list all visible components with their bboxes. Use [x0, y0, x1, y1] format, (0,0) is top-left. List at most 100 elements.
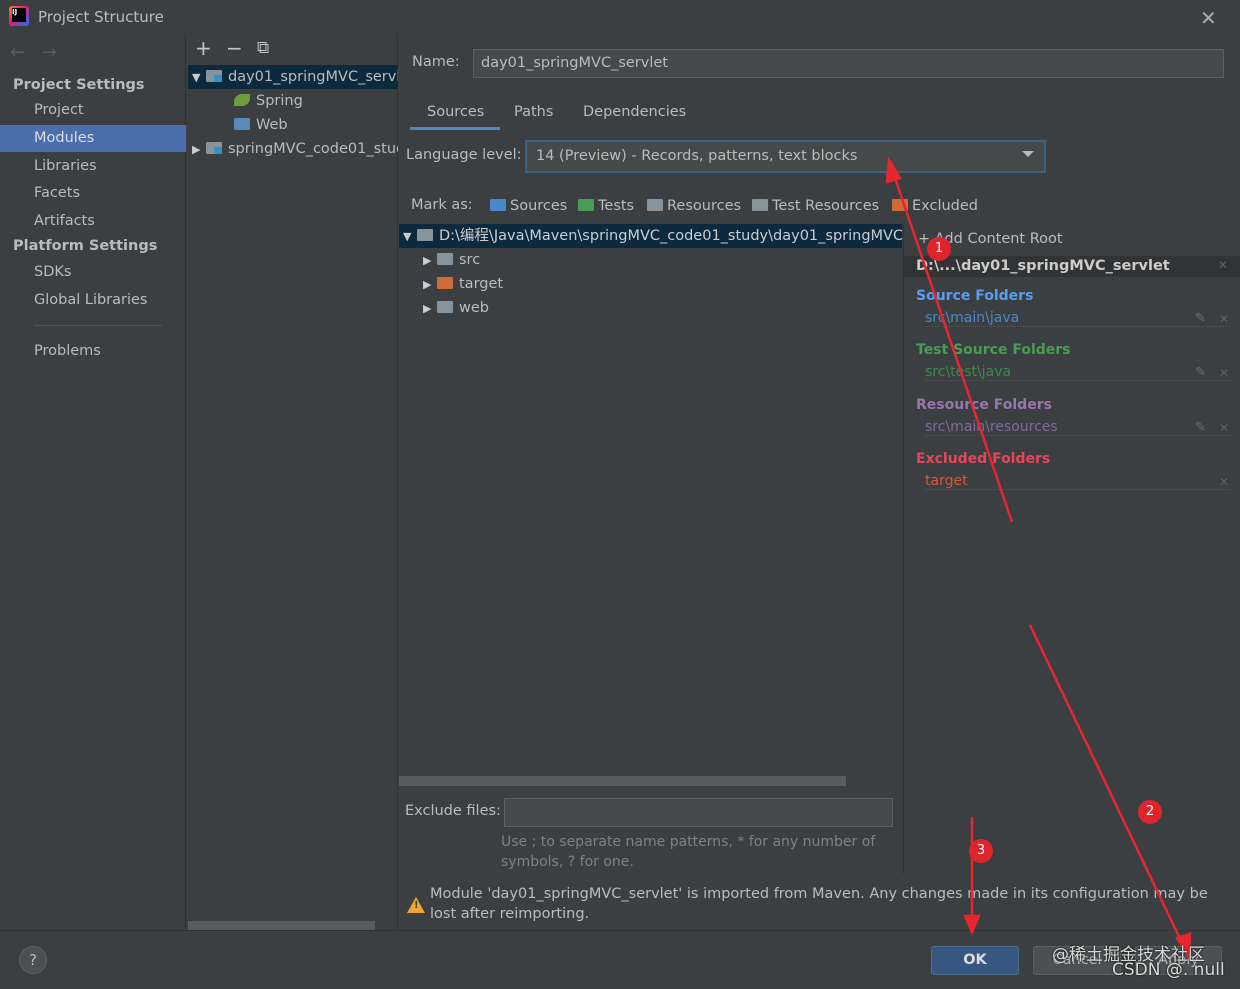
module-name-input[interactable]: day01_springMVC_servlet	[473, 49, 1224, 78]
content-roots-panel	[903, 222, 1240, 874]
mark-test-resources-button[interactable]: Test Resources	[752, 198, 879, 214]
expand-triangle-icon[interactable]: ▼	[192, 71, 201, 84]
nav-item-facets[interactable]: Facets	[34, 185, 81, 201]
excluded-folder-icon	[437, 277, 453, 289]
folder-icon	[417, 229, 433, 241]
active-tab-indicator	[410, 127, 500, 130]
intellij-icon	[9, 6, 29, 26]
add-icon[interactable]: +	[195, 36, 212, 60]
content-root-header: D:\...\day01_springMVC_servlet	[903, 256, 1240, 277]
project-settings-header: Project Settings	[13, 77, 145, 93]
nav-item-artifacts[interactable]: Artifacts	[34, 213, 95, 229]
watermark-csdn: CSDN @. null	[1112, 960, 1225, 980]
edit-pencil-icon[interactable]: ✎	[1195, 365, 1206, 380]
nav-divider	[34, 325, 162, 326]
annotation-arrowhead-1	[885, 156, 902, 184]
collapse-triangle-icon[interactable]: ▶	[423, 254, 432, 267]
annotation-arrow-2	[1028, 624, 1185, 946]
mark-as-label: Mark as:	[411, 197, 473, 213]
remove-folder-icon[interactable]: ✕	[1219, 475, 1230, 489]
remove-root-icon[interactable]: ✕	[1218, 258, 1229, 272]
source-folders-header: Source Folders	[916, 288, 1034, 304]
tab-dependencies[interactable]: Dependencies	[583, 104, 687, 120]
tree-horizontal-scrollbar[interactable]	[188, 921, 375, 930]
remove-folder-icon[interactable]: ✕	[1219, 421, 1230, 435]
dir-root-row[interactable]: ▼D:\编程\Java\Maven\springMVC_code01_study…	[399, 224, 902, 248]
annotation-badge-3: 3	[969, 839, 993, 863]
folder-icon	[437, 301, 453, 313]
dir-row-src[interactable]: ▶src	[399, 248, 902, 272]
platform-settings-header: Platform Settings	[13, 238, 158, 254]
close-icon[interactable]: ✕	[1200, 6, 1217, 30]
language-level-select[interactable]: 14 (Preview) - Records, patterns, text b…	[525, 140, 1046, 173]
module-tree-panel	[187, 34, 398, 930]
directory-tree	[399, 222, 902, 776]
language-level-label: Language level:	[406, 147, 522, 163]
watermark-juejin: @稀土掘金技术社区	[1052, 945, 1205, 965]
annotation-badge-2: 2	[1138, 800, 1162, 824]
folder-icon	[437, 253, 453, 265]
mark-resources-button[interactable]: Resources	[647, 198, 741, 214]
settings-nav	[0, 34, 186, 930]
module-folder-icon	[206, 142, 222, 154]
collapse-triangle-icon[interactable]: ▶	[192, 143, 201, 156]
tree-item-day01-module[interactable]: ▼day01_springMVC_servlet	[188, 65, 398, 89]
tree-item-spring-facet[interactable]: Spring	[188, 89, 398, 113]
expand-triangle-icon[interactable]: ▼	[403, 230, 412, 243]
name-label: Name:	[412, 54, 460, 70]
collapse-triangle-icon[interactable]: ▶	[423, 278, 432, 291]
nav-item-modules[interactable]: Modules	[0, 125, 186, 152]
spring-leaf-icon	[234, 94, 250, 106]
dir-row-web[interactable]: ▶web	[399, 296, 902, 320]
annotation-badge-1: 1	[927, 237, 951, 261]
web-facet-icon	[234, 118, 250, 130]
resources-folder-icon	[647, 199, 663, 211]
directory-horizontal-scrollbar[interactable]	[399, 776, 846, 786]
exclude-files-label: Exclude files:	[405, 803, 501, 819]
annotation-arrowhead-3	[963, 914, 981, 936]
remove-folder-icon[interactable]: ✕	[1219, 366, 1230, 380]
forward-arrow-icon[interactable]: →	[42, 42, 58, 63]
annotation-arrowhead-2	[1175, 932, 1192, 962]
tree-item-web-facet[interactable]: Web	[188, 113, 398, 137]
tab-paths[interactable]: Paths	[514, 104, 554, 120]
nav-item-sdks[interactable]: SDKs	[34, 264, 72, 280]
resource-folder-path: src\main\resources	[925, 419, 1230, 436]
module-folder-icon	[206, 70, 222, 82]
tree-item-study-module[interactable]: ▶springMVC_code01_study	[188, 137, 398, 161]
nav-item-libraries[interactable]: Libraries	[34, 158, 97, 174]
edit-pencil-icon[interactable]: ✎	[1195, 311, 1206, 326]
annotation-arrow-1	[891, 171, 1014, 523]
title-bar	[0, 0, 1240, 34]
warning-icon	[407, 897, 425, 913]
remove-icon[interactable]: −	[226, 36, 243, 60]
cancel-button[interactable]: Cancel	[1033, 946, 1121, 975]
chevron-down-icon[interactable]	[1022, 151, 1034, 157]
collapse-triangle-icon[interactable]: ▶	[423, 302, 432, 315]
tab-sources[interactable]: Sources	[427, 104, 485, 120]
copy-icon[interactable]: ⧉	[257, 38, 270, 58]
exclude-files-input[interactable]	[504, 798, 893, 827]
excluded-folders-header: Excluded Folders	[916, 451, 1051, 467]
nav-item-project[interactable]: Project	[34, 102, 84, 118]
back-arrow-icon[interactable]: ←	[10, 42, 26, 63]
help-button[interactable]: ?	[19, 946, 47, 974]
excluded-folder-path: target	[925, 473, 1230, 490]
remove-folder-icon[interactable]: ✕	[1219, 312, 1230, 326]
nav-item-problems[interactable]: Problems	[34, 343, 101, 359]
nav-item-global-libraries[interactable]: Global Libraries	[34, 292, 148, 308]
exclude-files-hint: Use ; to separate name patterns, * for a…	[501, 834, 876, 870]
ok-button[interactable]: OK	[931, 946, 1019, 975]
source-folder-path: src\main\java	[925, 310, 1230, 327]
sources-folder-icon	[490, 199, 506, 211]
mark-sources-button[interactable]: Sources	[490, 198, 567, 214]
maven-warning-text: Module 'day01_springMVC_servlet' is impo…	[430, 886, 1208, 922]
apply-button[interactable]: Apply	[1135, 946, 1222, 975]
test-source-folder-path: src\test\java	[925, 364, 1230, 381]
dir-row-target[interactable]: ▶target	[399, 272, 902, 296]
mark-tests-button[interactable]: Tests	[578, 198, 634, 214]
resource-folders-header: Resource Folders	[916, 397, 1052, 413]
test-resources-folder-icon	[752, 199, 768, 211]
edit-pencil-icon[interactable]: ✎	[1195, 420, 1206, 435]
